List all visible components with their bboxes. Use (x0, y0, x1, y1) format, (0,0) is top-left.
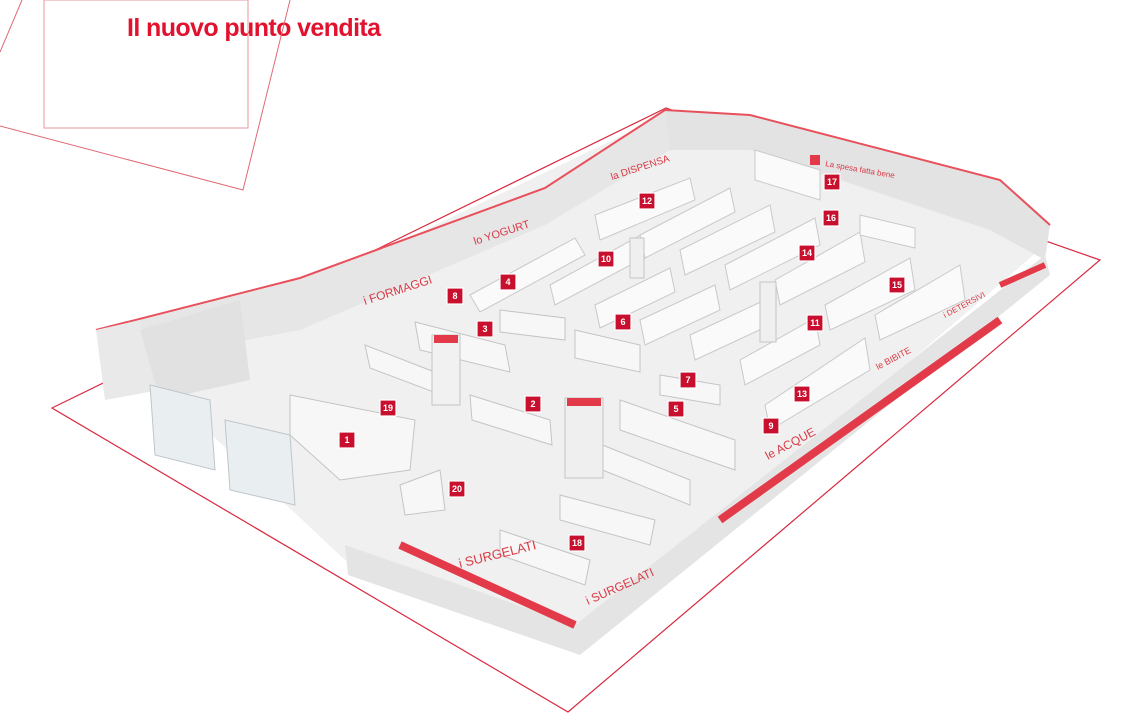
back-wall-left (96, 110, 670, 360)
marker-12: 12 (638, 192, 656, 210)
marker-label: 3 (482, 324, 487, 334)
marker-label: 6 (620, 317, 625, 327)
marker-11: 11 (806, 314, 824, 332)
marker-label: 14 (802, 248, 812, 258)
marker-6: 6 (614, 313, 632, 331)
marker-14: 14 (798, 244, 816, 262)
marker-10: 10 (597, 250, 615, 268)
marker-15: 15 (888, 276, 906, 294)
marker-label: 20 (452, 484, 462, 494)
marker-label: 18 (572, 538, 582, 548)
marker-1: 1 (338, 431, 356, 449)
marker-label: 1 (344, 435, 349, 445)
marker-4: 4 (499, 273, 517, 291)
marker-2: 2 (524, 395, 542, 413)
marker-label: 4 (505, 277, 510, 287)
marker-17: 17 (823, 173, 841, 191)
marker-18: 18 (568, 534, 586, 552)
floor-outline (50, 107, 1102, 713)
marker-label: 12 (642, 196, 652, 206)
marker-20: 20 (448, 480, 466, 498)
marker-7: 7 (679, 371, 697, 389)
marker-label: 13 (797, 389, 807, 399)
marker-5: 5 (667, 400, 685, 418)
marker-label: 17 (827, 177, 837, 187)
marker-3: 3 (476, 320, 494, 338)
entrance (149, 384, 296, 506)
marker-16: 16 (822, 209, 840, 227)
marker-label: 7 (685, 375, 690, 385)
back-wall-right (665, 110, 1050, 260)
marker-label: 15 (892, 280, 902, 290)
marker-label: 5 (673, 404, 678, 414)
marker-label: 19 (383, 403, 393, 413)
marker-13: 13 (793, 385, 811, 403)
marker-19: 19 (379, 399, 397, 417)
marker-label: 16 (826, 213, 836, 223)
marker-label: 2 (530, 399, 535, 409)
marker-8: 8 (446, 287, 464, 305)
marker-label: 8 (452, 291, 457, 301)
marker-9: 9 (762, 417, 780, 435)
decorative-frame (0, 0, 291, 191)
marker-label: 11 (810, 318, 820, 328)
marker-label: 9 (768, 421, 773, 431)
marker-label: 10 (601, 254, 611, 264)
page-title: Il nuovo punto vendita (127, 14, 381, 42)
